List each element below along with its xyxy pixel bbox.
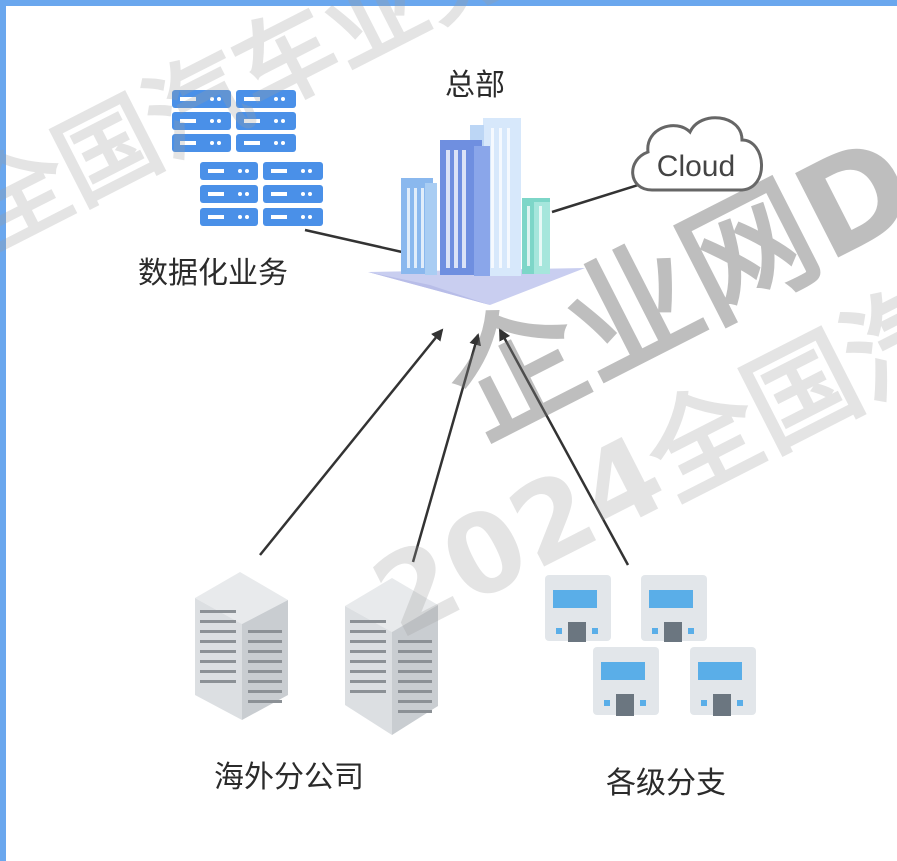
frame-left-border bbox=[0, 0, 6, 861]
cloud-icon bbox=[631, 116, 763, 192]
overseas-label: 海外分公司 bbox=[214, 760, 364, 795]
edge-overseas-hq-2 bbox=[411, 333, 482, 563]
edge-cloud-hq bbox=[551, 183, 639, 214]
hq-building-icon bbox=[368, 118, 585, 305]
cloud-label: Cloud bbox=[657, 150, 735, 183]
edge-branches-hq bbox=[498, 328, 630, 566]
frame-top-border bbox=[0, 0, 897, 6]
edge-data-services-hq bbox=[304, 228, 403, 254]
hq-label: 总部 bbox=[445, 68, 505, 103]
overseas-building-icon bbox=[195, 572, 438, 735]
branch-building-icon bbox=[545, 575, 756, 716]
edge-overseas-hq-1 bbox=[259, 328, 444, 556]
branches-label: 各级分支 bbox=[606, 766, 726, 801]
data-services-label: 数据化业务 bbox=[138, 256, 288, 291]
server-rack-icon bbox=[172, 90, 323, 226]
